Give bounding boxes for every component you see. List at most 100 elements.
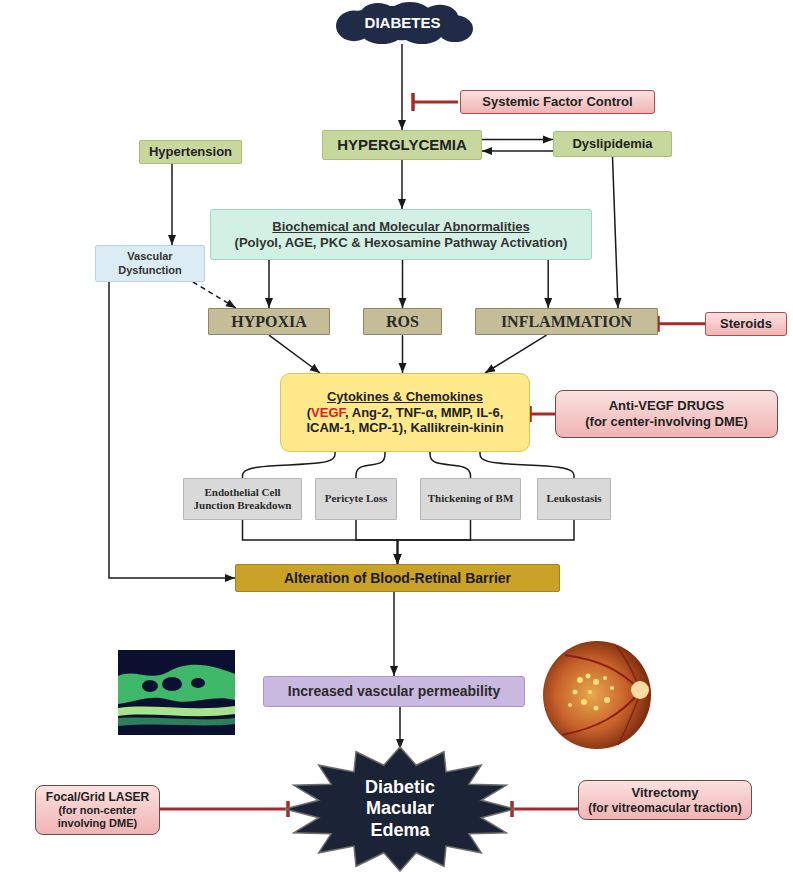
treatment-box: Systemic Factor Control: [460, 90, 655, 114]
connector-arrow: [243, 520, 398, 564]
exudate: [594, 706, 599, 711]
connector-arrow: [269, 335, 320, 373]
node-label: Pericyte Loss: [325, 492, 388, 505]
cloud-lobe: [437, 15, 473, 42]
connector-arrow: [399, 707, 401, 749]
inhibitor-line: [160, 808, 288, 811]
node-label: Dyslipidemia: [572, 136, 652, 152]
treatment-box: Vitrectomy(for vitreomacular traction): [578, 780, 752, 820]
connector-arrow: [480, 452, 574, 478]
node-label: DIABETES: [365, 14, 441, 32]
hard-exudates: [568, 674, 614, 711]
starburst-shape: [285, 747, 515, 871]
retinal-vessel: [565, 655, 640, 690]
fundus-disc: [543, 641, 651, 749]
treatment-box: Focal/Grid LASER(for non-center involvin…: [35, 785, 160, 835]
text-part: (: [307, 405, 311, 420]
risk-factor-box: Dyslipidemia: [553, 131, 672, 157]
retinal-vessel: [615, 645, 640, 688]
node-detail: (for non-center involving DME): [42, 804, 153, 830]
inhibitor-line: [413, 101, 458, 104]
node-label: Increased vascular permeability: [288, 683, 500, 700]
barrier-box: Alteration of Blood-Retinal Barrier: [235, 564, 560, 592]
node-label: Hypertension: [149, 144, 232, 160]
node-label: Focal/Grid LASER: [46, 790, 149, 804]
node-label: Endothelial Cell Junction Breakdown: [190, 486, 295, 512]
connector-arrow: [547, 260, 549, 308]
outcome-star: Diabetic Macular Edema: [285, 747, 515, 871]
exudate: [573, 690, 578, 695]
connector-arrow: [485, 335, 547, 373]
oct-retina-band: [118, 665, 235, 704]
effect-box: Thickening of BM: [420, 478, 521, 520]
inhibitor-line: [530, 413, 555, 416]
node-label: Leukostasis: [546, 492, 601, 505]
connector-arrow: [193, 282, 236, 308]
mechanism-box: ROS: [363, 308, 442, 335]
exudate: [603, 676, 607, 680]
exudate: [586, 674, 591, 679]
node-label: Steroids: [720, 316, 772, 332]
effect-box: Endothelial Cell Junction Breakdown: [183, 478, 302, 520]
node-label: Systemic Factor Control: [482, 94, 632, 110]
optic-disc: [631, 681, 649, 699]
process-box: Biochemical and Molecular Abnormalities(…: [210, 209, 592, 260]
connector-arrow: [171, 164, 173, 245]
inhibitor-line: [658, 322, 705, 325]
exudate: [588, 690, 592, 694]
permeability-box: Increased vascular permeability: [263, 676, 525, 707]
connector-arrow: [356, 452, 385, 478]
node-label: ROS: [386, 312, 419, 331]
effect-box: Leukostasis: [537, 478, 611, 520]
inhibitor-bar: [411, 93, 415, 111]
fundus-photo-image: [543, 641, 651, 749]
oct-background: [118, 650, 235, 735]
retinal-vessel: [562, 692, 640, 735]
connector-arrow: [268, 260, 270, 308]
node-label: Vascular Dysfunction: [102, 250, 198, 276]
exudate: [593, 679, 599, 685]
oct-cyst: [142, 680, 158, 692]
oct-choroid-band: [118, 718, 235, 726]
highlight-text: VEGF: [311, 405, 345, 420]
mediator-box: Cytokines & Chemokines(VEGF, Ang-2, TNF-…: [280, 373, 530, 452]
node-label: INFLAMMATION: [501, 312, 632, 331]
node-detail: (VEGF, Ang-2, TNF-α, MMP, IL-6, ICAM-1, …: [287, 405, 523, 436]
connector-arrow: [613, 157, 619, 308]
disease-cloud: DIABETES: [330, 2, 475, 44]
node-label: Diabetic Macular Edema: [345, 777, 455, 842]
inhibitor-line: [512, 808, 578, 811]
node-label: HYPERGLYCEMIA: [337, 136, 466, 154]
connector-arrow: [398, 520, 471, 564]
node-detail: (for vitreomacular traction): [588, 801, 741, 815]
oct-scan-image: [118, 650, 235, 735]
node-detail: (Polyol, AGE, PKC & Hexosamine Pathway A…: [235, 235, 568, 251]
exudate: [577, 677, 583, 683]
effect-box: Pericyte Loss: [315, 478, 397, 520]
mechanism-box: HYPOXIA: [208, 308, 330, 335]
connector-arrow: [401, 160, 403, 209]
node-label: Alteration of Blood-Retinal Barrier: [284, 570, 511, 587]
node-label: Thickening of BM: [428, 492, 514, 505]
retinal-vessel: [618, 694, 640, 745]
risk-factor-box: Hypertension: [139, 140, 242, 164]
systemic-inhibitor: [413, 93, 458, 111]
risk-factor-box: HYPERGLYCEMIA: [322, 130, 482, 160]
connector-arrow: [430, 452, 471, 478]
connector-arrow: [393, 592, 395, 676]
exudate: [604, 697, 610, 703]
exudate: [581, 699, 587, 705]
node-label: HYPOXIA: [231, 312, 307, 331]
node-label: Anti-VEGF DRUGS: [609, 398, 725, 414]
node-label: Biochemical and Molecular Abnormalities: [272, 219, 529, 235]
oct-cyst: [191, 678, 205, 688]
treatment-box: Steroids: [705, 312, 787, 336]
connector-arrow: [402, 335, 404, 373]
connector-arrow: [482, 150, 553, 152]
oct-rpe-band: [118, 706, 235, 716]
connector-arrow: [402, 260, 404, 308]
oct-cyst: [162, 677, 182, 691]
node-label: Cytokines & Chemokines: [327, 389, 483, 405]
process-box: Vascular Dysfunction: [95, 245, 205, 282]
connector-arrow: [356, 520, 398, 564]
